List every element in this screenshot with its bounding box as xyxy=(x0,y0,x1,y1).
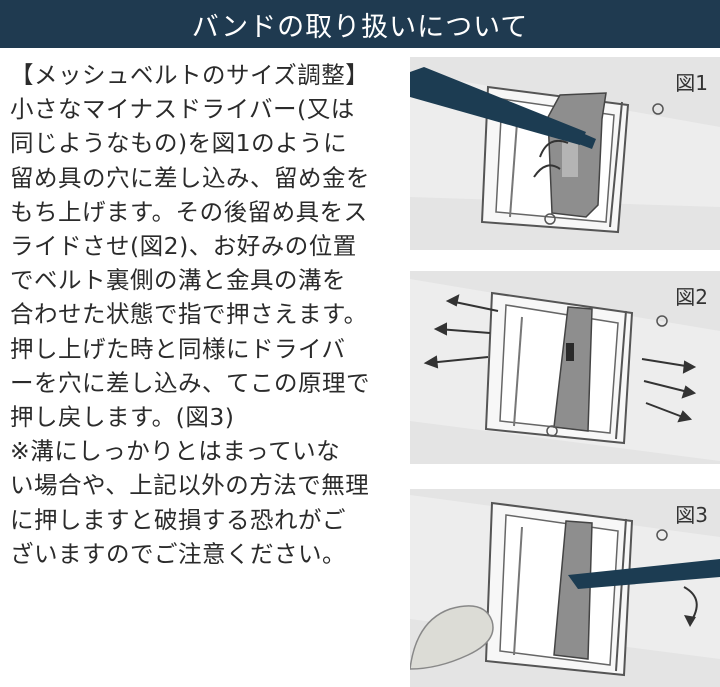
text-line: 留め具の穴に差し込み、留め金を xyxy=(10,163,370,192)
clasp-slide-illustration xyxy=(410,279,720,461)
figure-2-label: 図2 xyxy=(675,285,708,309)
text-line: 押し戻します。(図3) xyxy=(10,403,235,432)
figure-2: 図2 xyxy=(410,271,720,464)
text-line: ーを穴に差し込み、てこの原理で xyxy=(10,368,370,397)
text-line: 小さなマイナスドライバー(又は xyxy=(10,95,355,124)
figure-3-label: 図3 xyxy=(675,503,708,527)
caution-line: ※溝にしっかりとはまっていな xyxy=(10,437,341,466)
text-line: 押し上げた時と同様にドライバ xyxy=(10,334,346,363)
text-line: 合わせた状態で指で押さえます。 xyxy=(10,300,368,329)
screwdriver-press-illustration xyxy=(410,495,720,677)
text-line: でベルト裏側の溝と金具の溝を xyxy=(10,266,346,295)
page-header: バンドの取り扱いについて xyxy=(0,0,720,48)
screwdriver-lift-illustration xyxy=(410,67,720,234)
page-title: バンドの取り扱いについて xyxy=(191,11,529,43)
caution-line: い場合や、上記以外の方法で無理 xyxy=(10,471,370,500)
figure-1: 図1 xyxy=(410,57,720,250)
instruction-text: 【メッシュベルトのサイズ調整】 小さなマイナスドライバー(又は 同じようなもの)… xyxy=(10,58,410,571)
caution-line: に押しますと破損する恐れがご xyxy=(10,505,346,534)
text-line: ライドさせ(図2)、お好みの位置 xyxy=(10,232,357,261)
caution-line: ざいますのでご注意ください。 xyxy=(10,539,346,568)
text-line: もち上げます。その後留め具をス xyxy=(10,197,368,226)
text-line: 同じようなもの)を図1のように xyxy=(10,129,348,158)
figure-3: 図3 xyxy=(410,489,720,687)
figure-1-label: 図1 xyxy=(675,71,708,95)
section-heading: 【メッシュベルトのサイズ調整】 xyxy=(10,61,370,89)
